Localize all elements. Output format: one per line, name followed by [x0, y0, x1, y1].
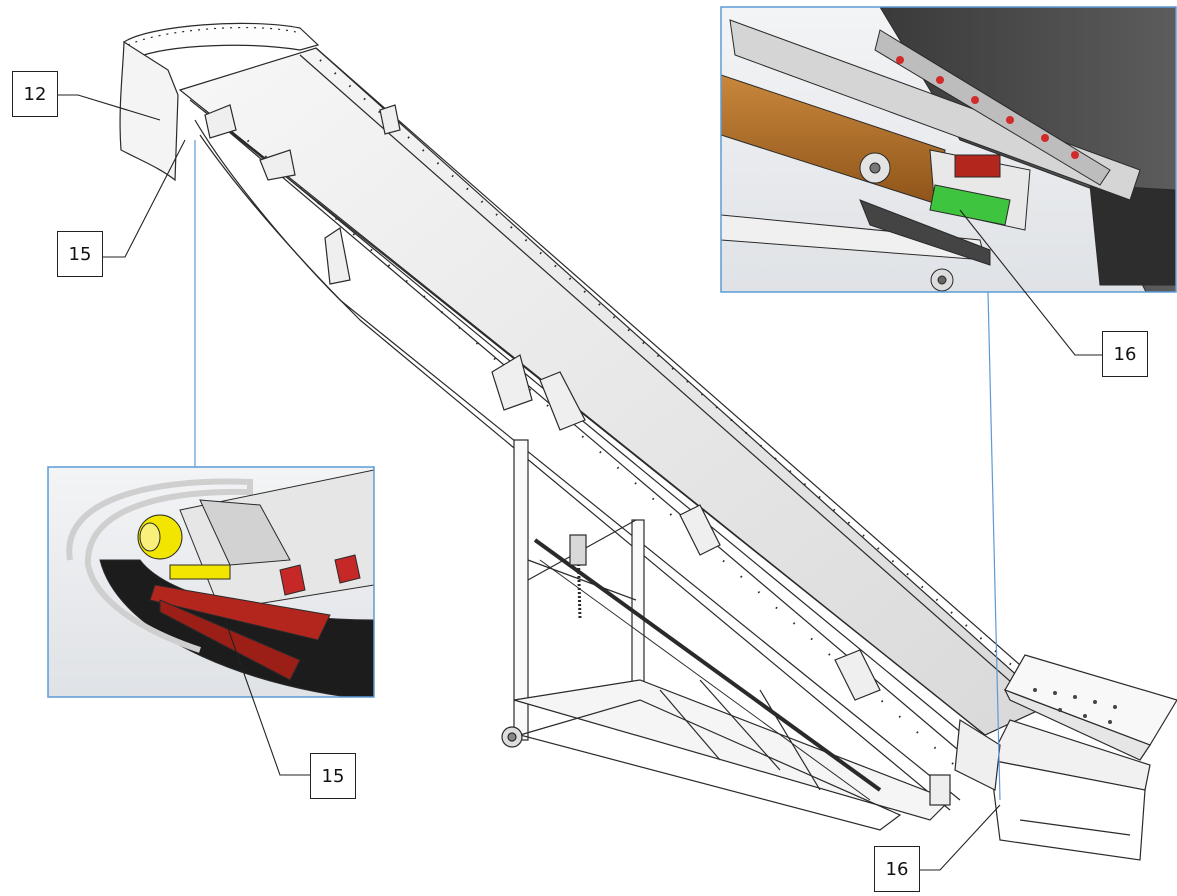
- callout-16-bottom: 16: [874, 846, 920, 892]
- top-hood: [123, 22, 320, 59]
- callout-16-right: 16: [1102, 331, 1148, 377]
- callout-15-top: 15: [57, 231, 103, 277]
- leader-15-top: [103, 139, 186, 258]
- conveyor-main: [119, 22, 1061, 811]
- support-frame: [501, 439, 952, 831]
- callout-12: 12: [12, 71, 58, 117]
- leader-lines: [58, 94, 1102, 871]
- leader-16-bottom: [920, 804, 1001, 871]
- leader-15-bottom: [224, 619, 310, 776]
- callout-15-bottom: 15: [310, 753, 356, 799]
- leader-12: [58, 94, 161, 121]
- inset-tail-section: [720, 6, 1177, 293]
- inset-link-right: [987, 291, 1001, 801]
- inset-head-section: [47, 466, 375, 698]
- hopper: [954, 654, 1177, 861]
- leader-16-right: [959, 209, 1102, 356]
